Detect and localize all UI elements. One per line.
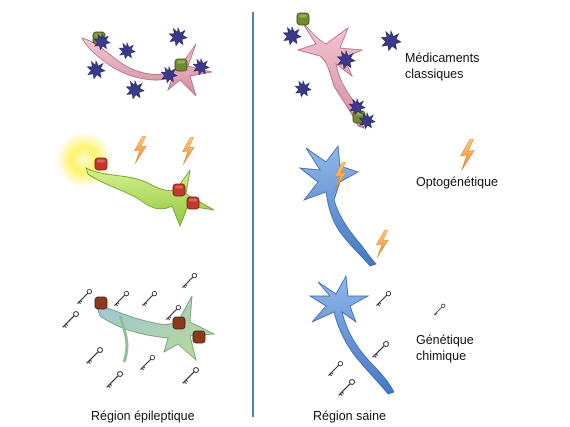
legend-ligand-key-icon (433, 303, 446, 316)
ligand-key-icon (181, 272, 198, 289)
drug-molecule-icon (87, 60, 106, 79)
neuron-healthy-chemogenetics (308, 274, 395, 395)
lightning-icon (376, 230, 389, 258)
neuron-epileptic-chemogenetics (95, 295, 216, 363)
legend-drug-molecule-icon (381, 30, 402, 51)
receptor-icon (174, 58, 188, 72)
lightning-icon (182, 137, 195, 165)
legend-label-chemogenetics-line2: chimique (416, 349, 467, 363)
receptor-icon (172, 316, 186, 330)
receptor-icon (296, 12, 310, 26)
drug-molecule-icon (118, 42, 136, 60)
legend-label-drugs-line2: classiques (405, 67, 464, 81)
neuron-healthy-optogenetics (298, 144, 377, 267)
neuron-epileptic-optogenetics (85, 167, 215, 228)
legend-label-optogenetics: Optogénétique (416, 175, 499, 189)
drug-molecule-icon (283, 26, 302, 45)
receptor-icon (94, 296, 108, 310)
receptor-icon (192, 330, 206, 344)
legend-lightning-icon (460, 139, 475, 171)
ligand-key-icon (106, 371, 124, 389)
region-label-healthy: Région saine (313, 409, 386, 423)
drug-molecule-icon (169, 27, 188, 46)
ligand-key-icon (62, 311, 80, 329)
ligand-key-icon (338, 379, 355, 397)
region-label-epileptic: Région épileptique (91, 409, 195, 423)
ligand-key-icon (327, 360, 344, 377)
ligand-key-icon (113, 290, 130, 307)
ligand-key-icon (139, 354, 156, 371)
ligand-key-icon (372, 341, 389, 359)
legend-label-drugs-line1: Médicaments (405, 51, 480, 65)
ligand-key-icon (375, 290, 392, 307)
ligand-key-icon (76, 288, 93, 305)
drug-molecule-icon (294, 80, 312, 98)
legend-label-chemogenetics-line1: Génétique (416, 333, 474, 347)
receptor-icon (172, 183, 186, 197)
receptor-icon (186, 196, 200, 210)
drug-molecule-icon (126, 80, 145, 99)
ligand-key-icon (182, 367, 199, 385)
lightning-icon (134, 136, 147, 164)
ligand-key-icon (86, 347, 104, 365)
ligand-key-icon (141, 290, 158, 307)
receptor-icon (94, 157, 108, 171)
